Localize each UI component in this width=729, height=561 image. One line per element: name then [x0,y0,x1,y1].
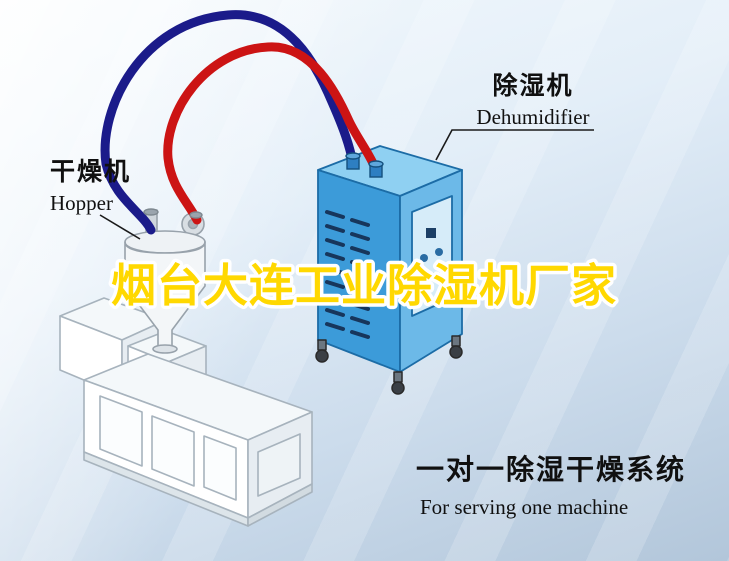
return-pipe [163,42,381,225]
hopper-illustration [124,209,206,354]
vent-slots [325,210,370,339]
system-caption-zh: 一对一除湿干燥系统 [416,453,687,486]
control-panel [411,195,453,317]
system-caption-en: For serving one machine [420,495,629,519]
poster-title: 烟台大连工业除湿机厂家 [111,259,617,312]
hose-fittings [143,152,384,219]
dryer-leader-line [99,214,141,240]
extruder-illustration [59,297,313,527]
supply-pipe [100,10,358,235]
dehumidifier-label-zh: 除湿机 [492,71,574,100]
dryer-label-en: Hopper [50,191,113,215]
caster-wheels [315,335,463,395]
dryer-label: 干燥机 Hopper [50,152,131,216]
system-caption: 一对一除湿干燥系统 For serving one machine [416,448,686,520]
dryer-label-zh: 干燥机 [50,157,132,186]
dehumidifier-label-en: Dehumidifier [476,105,590,129]
dehumidifier-leader-line [435,129,594,161]
dehumidifier-label: 除湿机 Dehumidifier [458,66,608,130]
